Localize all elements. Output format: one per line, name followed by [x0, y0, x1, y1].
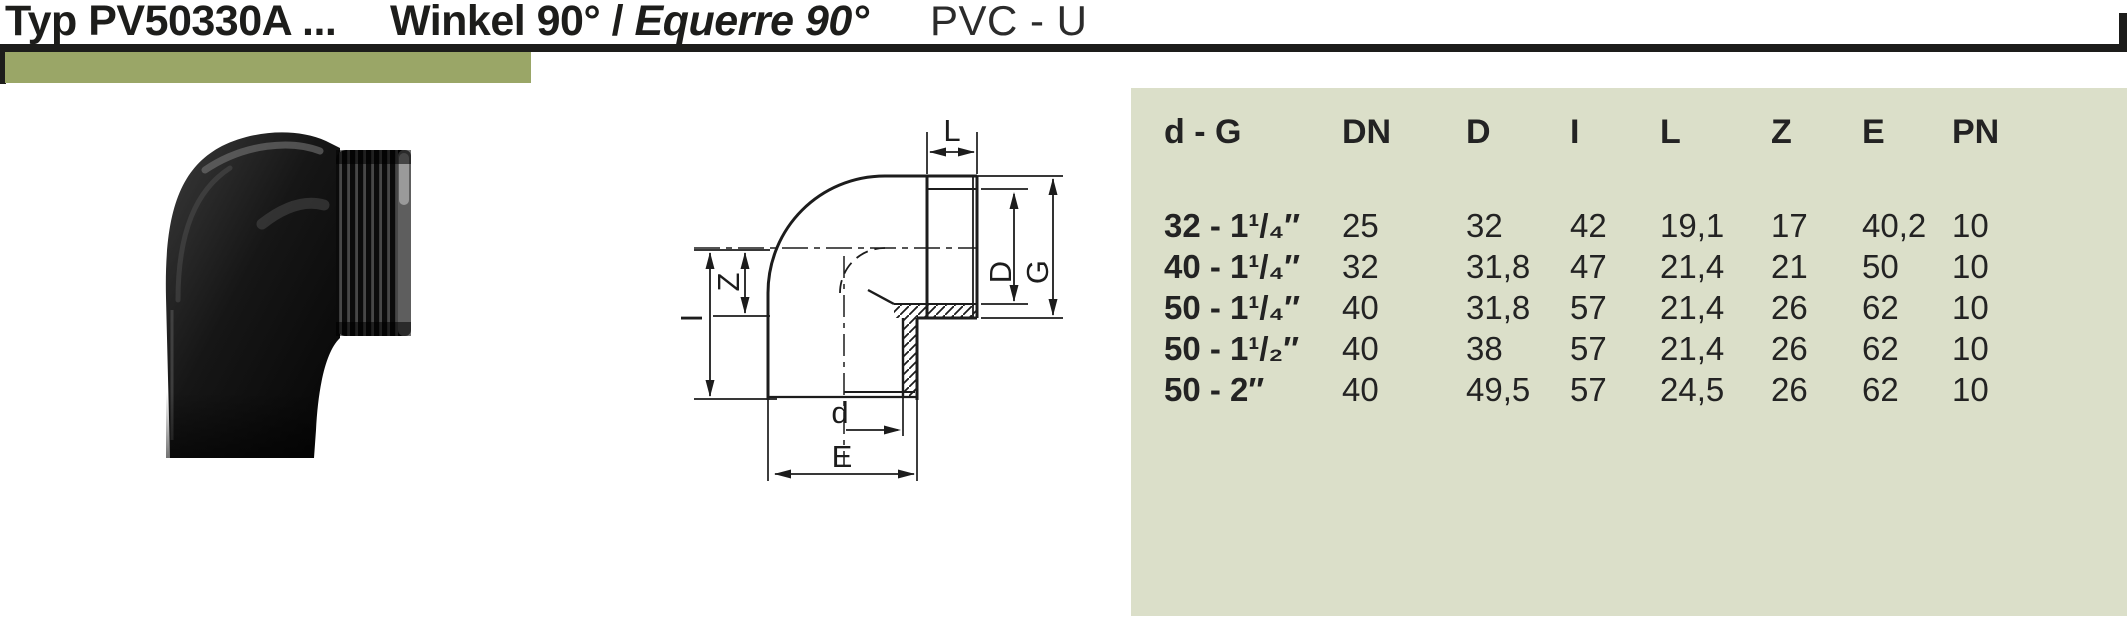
- cell-e-val: 62: [1862, 329, 1899, 367]
- column-header-I: I: [1570, 113, 1580, 151]
- column-header-D: D: [1466, 113, 1491, 151]
- cell-e-val: 62: [1862, 288, 1899, 326]
- cell-l-val: 19,1: [1660, 206, 1725, 244]
- cell-e-val: 40,2: [1862, 206, 1927, 244]
- cell-l-val: 21,4: [1660, 247, 1725, 285]
- dim-label-E: E: [831, 439, 853, 474]
- elbow-thread: [336, 150, 411, 336]
- table-row: 40 - 1¹/₄″ 32 31,8 47 21,4 21 50 10: [1164, 246, 2127, 287]
- header-divider-line: [0, 44, 2127, 52]
- cell-size: 50 - 2″: [1164, 370, 1265, 408]
- cell-dn: 25: [1342, 206, 1379, 244]
- cell-z-val: 26: [1771, 370, 1808, 408]
- cell-size: 50 - 1¹/₄″: [1164, 288, 1301, 326]
- cell-l-val: 21,4: [1660, 288, 1725, 326]
- cell-d-val: 49,5: [1466, 370, 1531, 408]
- olive-accent-bar: [5, 52, 531, 83]
- cell-i-val: 42: [1570, 206, 1607, 244]
- spec-table-panel: d - G DN D I L Z E PN 32 - 1¹/₄″ 25 32 4…: [1131, 88, 2127, 616]
- photo-highlight: [201, 141, 324, 174]
- cell-e-val: 62: [1862, 370, 1899, 408]
- cell-l-val: 21,4: [1660, 329, 1725, 367]
- cell-pn: 10: [1952, 288, 1989, 326]
- cell-pn: 10: [1952, 247, 1989, 285]
- column-header-dG: d - G: [1164, 113, 1242, 151]
- cell-d-val: 31,8: [1466, 247, 1531, 285]
- column-header-PN: PN: [1952, 113, 2000, 151]
- dimension-arrowheads: [705, 147, 1058, 479]
- cell-e-val: 50: [1862, 247, 1899, 285]
- product-title-french: Equerre 90°: [634, 0, 869, 45]
- page-corner-tick-left: [0, 52, 6, 84]
- cell-size: 40 - 1¹/₄″: [1164, 247, 1301, 285]
- dim-label-Z: Z: [711, 272, 746, 292]
- cell-z-val: 21: [1771, 247, 1808, 285]
- cell-z-val: 26: [1771, 329, 1808, 367]
- cell-pn: 10: [1952, 329, 1989, 367]
- photo-highlight: [175, 165, 233, 303]
- material-label: PVC - U: [930, 0, 1088, 44]
- column-header-L: L: [1660, 113, 1681, 151]
- cell-l-val: 24,5: [1660, 370, 1725, 408]
- cell-size: 32 - 1¹/₄″: [1164, 206, 1301, 244]
- dim-label-I: I: [674, 313, 709, 323]
- table-row: 50 - 2″ 40 49,5 57 24,5 26 62 10: [1164, 369, 2127, 410]
- cell-dn: 40: [1342, 370, 1379, 408]
- table-row: 32 - 1¹/₄″ 25 32 42 19,1 17 40,2 10: [1164, 205, 2127, 246]
- photo-highlight: [256, 197, 330, 230]
- column-header-DN: DN: [1342, 113, 1392, 151]
- spacer-row: [1164, 158, 2127, 205]
- cell-i-val: 57: [1570, 329, 1607, 367]
- column-header-E: E: [1862, 113, 1885, 151]
- product-photo: [165, 132, 411, 458]
- cell-z-val: 17: [1771, 206, 1808, 244]
- cell-dn: 40: [1342, 329, 1379, 367]
- cell-dn: 32: [1342, 247, 1379, 285]
- product-type-code: Typ PV50330A ...: [5, 0, 337, 45]
- dimension-lines: [709, 151, 1054, 475]
- cell-size: 50 - 1¹/₂″: [1164, 329, 1300, 367]
- cell-d-val: 32: [1466, 206, 1503, 244]
- cell-d-val: 31,8: [1466, 288, 1531, 326]
- column-header-Z: Z: [1771, 113, 1792, 151]
- product-title: Winkel 90° / Equerre 90°: [390, 0, 869, 44]
- dim-label-G: G: [1020, 259, 1055, 285]
- spec-table: d - G DN D I L Z E PN 32 - 1¹/₄″ 25 32 4…: [1164, 88, 2127, 410]
- table-row: 50 - 1¹/₂″ 40 38 57 21,4 26 62 10: [1164, 328, 2127, 369]
- cell-pn: 10: [1952, 370, 1989, 408]
- cell-i-val: 57: [1570, 370, 1607, 408]
- elbow-body: [165, 132, 340, 458]
- dim-label-D: D: [983, 260, 1018, 284]
- table-header-row: d - G DN D I L Z E PN: [1164, 88, 2127, 158]
- cell-i-val: 47: [1570, 247, 1607, 285]
- extension-lines: [694, 132, 1063, 481]
- cell-z-val: 26: [1771, 288, 1808, 326]
- technical-drawing: [694, 132, 1063, 481]
- dim-label-d: d: [831, 395, 849, 430]
- dim-label-L: L: [943, 113, 961, 148]
- photo-shadow: [166, 392, 314, 458]
- cell-d-val: 38: [1466, 329, 1503, 367]
- product-title-german: Winkel 90° /: [390, 0, 635, 45]
- section-hatching: [894, 304, 977, 397]
- cell-pn: 10: [1952, 206, 1989, 244]
- cell-dn: 40: [1342, 288, 1379, 326]
- part-outline: [766, 174, 979, 400]
- center-lines: [694, 247, 978, 466]
- table-row: 50 - 1¹/₄″ 40 31,8 57 21,4 26 62 10: [1164, 287, 2127, 328]
- cell-i-val: 57: [1570, 288, 1607, 326]
- page-corner-tick-right: [2119, 13, 2127, 45]
